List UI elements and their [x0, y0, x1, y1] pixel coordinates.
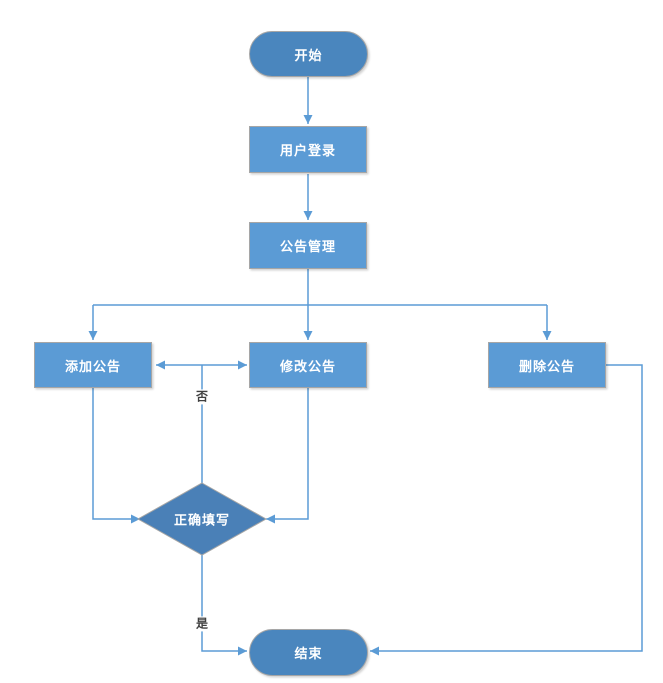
node-decision-shape [136, 482, 268, 556]
node-decision-label: 正确填写 [173, 512, 231, 528]
edge-label-yes: 是 [193, 616, 211, 632]
edge-add-to-decision [92, 388, 140, 524]
node-add-announcement: 添加公告 [34, 342, 152, 388]
node-start: 开始 [249, 31, 368, 77]
edge-label-no: 否 [193, 389, 211, 405]
node-delete-announcement: 删除公告 [488, 342, 606, 388]
node-modify-announcement: 修改公告 [249, 342, 367, 388]
edge-modify-to-decision [266, 388, 309, 524]
node-announcement-manage: 公告管理 [249, 222, 367, 269]
node-user-login: 用户登录 [249, 126, 367, 173]
edge-decision-yes-to-end [201, 555, 247, 656]
node-end: 结束 [249, 629, 368, 676]
edge-delete-to-end [370, 364, 643, 656]
